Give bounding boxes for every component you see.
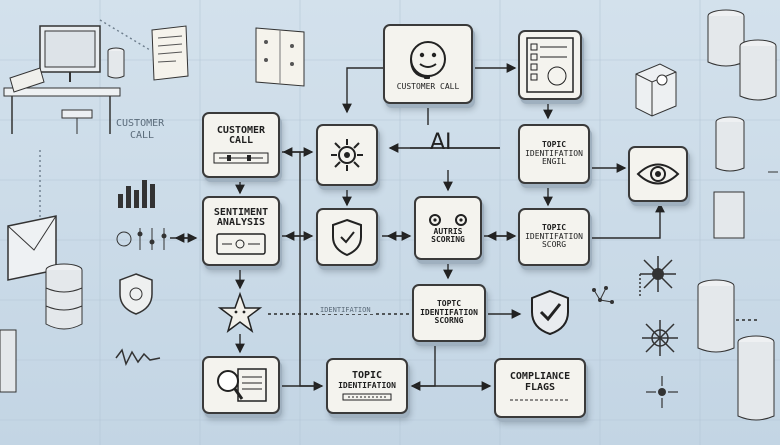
server-stack-icon-bottom: [697, 279, 775, 421]
processing-gear-node[interactable]: [316, 124, 378, 186]
ai-label: AI: [430, 130, 452, 155]
network-node-icon-2: [642, 320, 678, 356]
badge-icon: [119, 273, 153, 315]
search-document-node[interactable]: [202, 356, 280, 414]
server-stack-icon-top: [707, 9, 777, 101]
brochure-icon: [255, 27, 305, 87]
node-label-line1: CUSTOMER: [216, 124, 266, 136]
node-label-line3: SCORNG: [434, 316, 464, 326]
bar-chart-icon: [118, 180, 155, 208]
node-label-line1: TOPTC: [436, 299, 462, 309]
node-label-line1: TOPIC: [541, 140, 567, 150]
node-label-line1: AUTRIS: [433, 226, 463, 236]
node-label-line2: IDENTIFATION: [420, 307, 478, 317]
customer-call-float-label-line2: CALL: [130, 130, 155, 141]
security-shield-node[interactable]: [316, 208, 378, 266]
waveform-icon: [115, 348, 161, 367]
node-label-line1: TOPIC: [351, 370, 383, 382]
document-checklist-node[interactable]: [518, 30, 582, 100]
smiley-headset-icon: [410, 40, 446, 79]
slider-icon: [213, 152, 269, 163]
sliders-icon: [116, 228, 167, 250]
bottle-icon: [107, 47, 125, 79]
toptc-identification-scoring-node[interactable]: TOPTC IDENTIFATION SCORNG: [412, 284, 486, 342]
topic-identification-scorg-node[interactable]: TOPIC IDENTIFATION SCORG: [518, 208, 590, 266]
shield-check-icon: [531, 289, 569, 336]
shield-icon: [332, 218, 362, 257]
customer-call-node-top[interactable]: CUSTOMER CALL: [383, 24, 473, 104]
monitor-eye-node[interactable]: [628, 146, 688, 202]
document-page-icon: [151, 25, 189, 81]
node-label-line1: TOPIC: [541, 223, 567, 233]
star-character-icon: [217, 291, 263, 333]
node-label-line2: IDENTIFATION: [525, 148, 583, 158]
network-node-icon-1: [640, 256, 676, 292]
small-cluster-icon: [592, 286, 614, 304]
flags-bar-icon: [510, 399, 570, 401]
database-icon-left: [45, 263, 83, 330]
sentiment-analysis-node[interactable]: SENTIMENT ANALYSIS: [202, 196, 280, 266]
identification-float-label: IDENTIFATION: [318, 306, 373, 314]
node-label-line1: COMPLIANCE: [509, 371, 571, 382]
compliance-flags-node[interactable]: COMPLIANCE FLAGS: [494, 358, 586, 418]
checklist-icon: [526, 37, 574, 93]
topic-identification-node-bottom[interactable]: TOPIC IDENTIFATION: [326, 358, 408, 414]
gear-network-icon: [331, 139, 363, 171]
database-icon-left-bottom: [0, 329, 17, 393]
desk-computer-icon: [3, 25, 121, 134]
node-label-line2: SCORING: [431, 235, 465, 244]
node-label-line2: CALL: [228, 135, 254, 146]
node-label-line1: SENTIMENT: [213, 206, 269, 218]
node-label-line2: IDENTIFATION: [525, 231, 583, 241]
customer-call-node-left[interactable]: CUSTOMER CALL: [202, 112, 280, 178]
customer-call-float-label-line1: CUSTOMER: [116, 118, 165, 129]
node-label: CUSTOMER CALL: [396, 81, 460, 91]
magnifier-document-icon: [217, 368, 267, 402]
topic-identification-engil-node[interactable]: TOPIC IDENTIFATION ENGIL: [518, 124, 590, 184]
node-label-line2: ANALYSIS: [216, 217, 266, 228]
autris-scoring-node[interactable]: AUTRIS SCORING: [414, 196, 482, 260]
node-label-line2: FLAGS: [524, 381, 556, 393]
server-stack-icon-mid: [713, 116, 778, 239]
node-label-line3: ENGIL: [541, 157, 567, 167]
card-icon: [216, 232, 266, 255]
bar-slider-icon: [342, 393, 392, 401]
node-label-line2: IDENTIFATION: [338, 380, 396, 390]
server-box-icon: [635, 63, 677, 117]
node-label-line3: SCORG: [541, 240, 567, 250]
gears-icon: [429, 213, 467, 226]
eye-icon: [636, 163, 680, 185]
network-node-icon-3: [646, 376, 678, 408]
